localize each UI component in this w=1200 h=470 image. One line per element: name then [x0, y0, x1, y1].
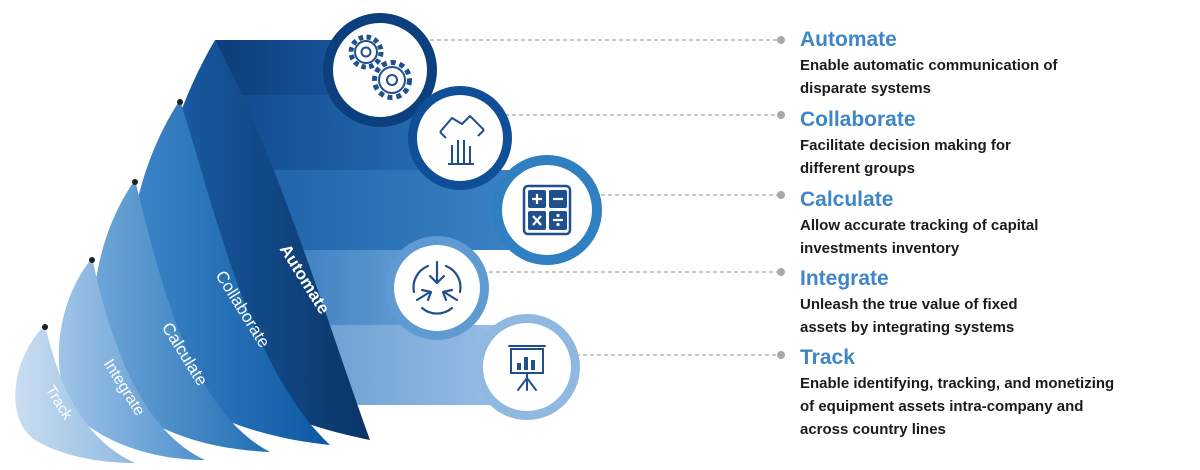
handshake-icon [439, 115, 485, 165]
band-tip-dot [89, 257, 95, 263]
legend-item-calculate: Calculate Allow accurate tracking of cap… [800, 188, 1195, 260]
gears-icon [348, 34, 412, 100]
legend-description: Unleash the true value of fixed assets b… [800, 293, 1195, 339]
band-calculate [93, 180, 270, 452]
legend-title: Collaborate [800, 108, 916, 131]
band-tip-dot [177, 99, 183, 105]
presentation-chart-icon [508, 345, 546, 391]
legend-description-line: across country lines [800, 421, 946, 438]
legend-description-line: Facilitate decision making for [800, 137, 1011, 154]
connectors [430, 36, 785, 359]
legend-description-line: of equipment assets intra-company and [800, 398, 1084, 415]
connector-dot [777, 268, 785, 276]
calculator-icon [522, 184, 572, 236]
connector-dot [777, 36, 785, 44]
legend-description: Allow accurate tracking of capital inves… [800, 214, 1195, 260]
legend-title: Automate [800, 28, 897, 51]
legend-description: Enable automatic communication of dispar… [800, 54, 1195, 100]
band-tip-dot [132, 179, 138, 185]
icon-badge-automate [323, 13, 437, 127]
icon-badge-collaborate [408, 86, 512, 190]
legend-item-track: Track Enable identifying, tracking, and … [800, 346, 1195, 441]
legend-description-line: different groups [800, 160, 915, 177]
icon-badge-track [474, 314, 580, 420]
shelf-track [315, 325, 525, 405]
legend-description-line: Unleash the true value of fixed [800, 296, 1018, 313]
legend-title: Calculate [800, 188, 894, 211]
legend-title: Track [800, 346, 855, 369]
legend-item-collaborate: Collaborate Facilitate decision making f… [800, 108, 1195, 180]
legend-item-integrate: Integrate Unleash the true value of fixe… [800, 267, 1195, 339]
icon-badge-integrate [385, 236, 489, 340]
icon-badge-calculate [492, 155, 602, 265]
legend-description-line: assets by integrating systems [800, 319, 1015, 336]
legend-description: Enable identifying, tracking, and moneti… [800, 372, 1195, 441]
connector-dot [777, 111, 785, 119]
legend-description-line: disparate systems [800, 80, 931, 97]
legend-description-line: Enable automatic communication of [800, 57, 1058, 74]
legend-description-line: investments inventory [800, 240, 960, 257]
band-tip-dot [42, 324, 48, 330]
connector-dot [777, 191, 785, 199]
connector-dot [777, 351, 785, 359]
legend-description-line: Allow accurate tracking of capital [800, 217, 1039, 234]
legend-item-automate: Automate Enable automatic communication … [800, 28, 1195, 100]
cone [15, 40, 370, 463]
legend-title: Integrate [800, 267, 889, 290]
band-integrate [58, 258, 206, 460]
shelf-calculate [258, 170, 545, 250]
legend-description-line: Enable identifying, tracking, and moneti… [800, 375, 1115, 392]
band-track [15, 325, 135, 463]
legend-description: Facilitate decision making for different… [800, 134, 1195, 180]
integrate-arrows-icon [412, 260, 462, 315]
